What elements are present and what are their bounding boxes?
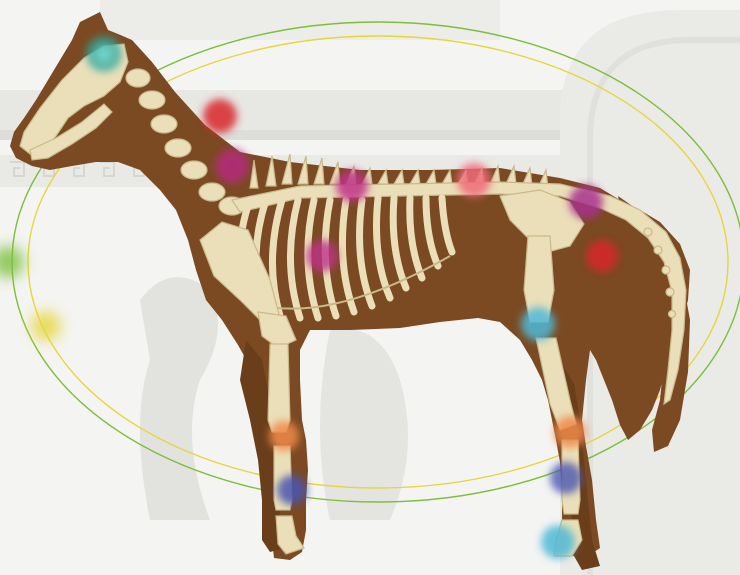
energy-point-loin bbox=[457, 163, 491, 197]
energy-point-hind-cannon bbox=[550, 462, 582, 494]
energy-point-neck-upper bbox=[203, 99, 237, 133]
energy-point-front-fetlock bbox=[277, 475, 307, 505]
energy-point-hock bbox=[554, 416, 586, 448]
energy-point-head-crown bbox=[86, 36, 122, 72]
front-radius bbox=[268, 344, 290, 432]
energy-point-chest bbox=[306, 240, 338, 272]
energy-point-front-knee bbox=[269, 421, 299, 451]
energy-point-withers bbox=[336, 170, 368, 202]
energy-point-hindquarter bbox=[586, 240, 618, 272]
energy-point-neck-lower bbox=[215, 149, 249, 183]
energy-point-hind-hoof bbox=[541, 525, 575, 559]
energy-point-croup bbox=[569, 185, 603, 219]
energy-point-stifle bbox=[521, 307, 555, 341]
energy-point-left-yellow bbox=[31, 311, 61, 341]
